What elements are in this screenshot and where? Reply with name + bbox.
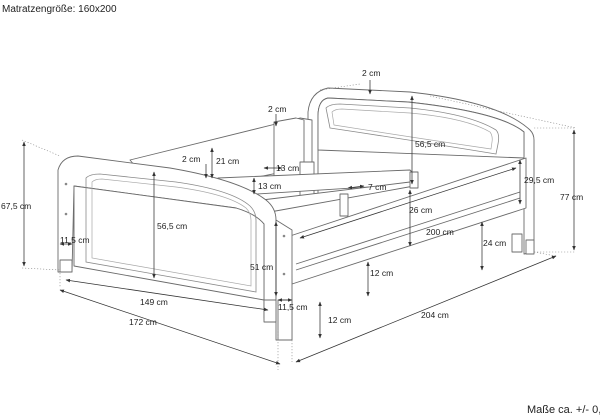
- dim-inner-length: 200 cm: [426, 227, 454, 237]
- dim-foot-leg-width: 11,5 cm: [60, 235, 90, 245]
- dim-frame-height: 26 cm: [409, 205, 432, 215]
- tolerance-note: Maße ca. +/- 0,5 cm: [527, 404, 600, 416]
- dim-side-rail-height: 24 cm: [483, 238, 506, 248]
- dimension-lines: [22, 80, 576, 365]
- dim-slat-gap: 7 cm: [368, 182, 386, 192]
- dim-outer-length: 204 cm: [421, 310, 449, 320]
- dim-rail-height: 21 cm: [216, 156, 239, 166]
- dim-footboard-panel-height: 56,5 cm: [157, 221, 187, 231]
- dim-headboard-side-height: 29,5 cm: [524, 175, 554, 185]
- dim-side-ground-clearance: 12 cm: [370, 268, 393, 278]
- dim-slat-rail-height: 13 cm: [258, 181, 281, 191]
- dim-inner-rail-thickness: 2 cm: [182, 154, 200, 164]
- dim-total-height: 77 cm: [560, 192, 583, 202]
- dim-inner-width: 149 cm: [140, 297, 168, 307]
- dim-side-board-thickness: 2 cm: [268, 104, 286, 114]
- dim-headboard-thickness: 2 cm: [362, 68, 380, 78]
- dimension-labels: 2 cm 2 cm 2 cm 21 cm 13 cm 13 cm 7 cm 56…: [1, 68, 583, 327]
- dim-leg-height: 12 cm: [328, 315, 351, 325]
- dim-footboard-leg-height: 51 cm: [250, 262, 273, 272]
- headboard: [307, 87, 535, 255]
- dim-footboard-total-height: 67,5 cm: [1, 201, 31, 211]
- dim-headboard-height: 56,5 cm: [415, 139, 445, 149]
- dim-slat-rail-depth: 13 cm: [276, 163, 299, 173]
- mattress-size-label: Matratzengröße: 160x200: [2, 4, 117, 15]
- dim-outer-width: 172 cm: [129, 317, 157, 327]
- dim-side-leg-width: 11,5 cm: [278, 302, 308, 312]
